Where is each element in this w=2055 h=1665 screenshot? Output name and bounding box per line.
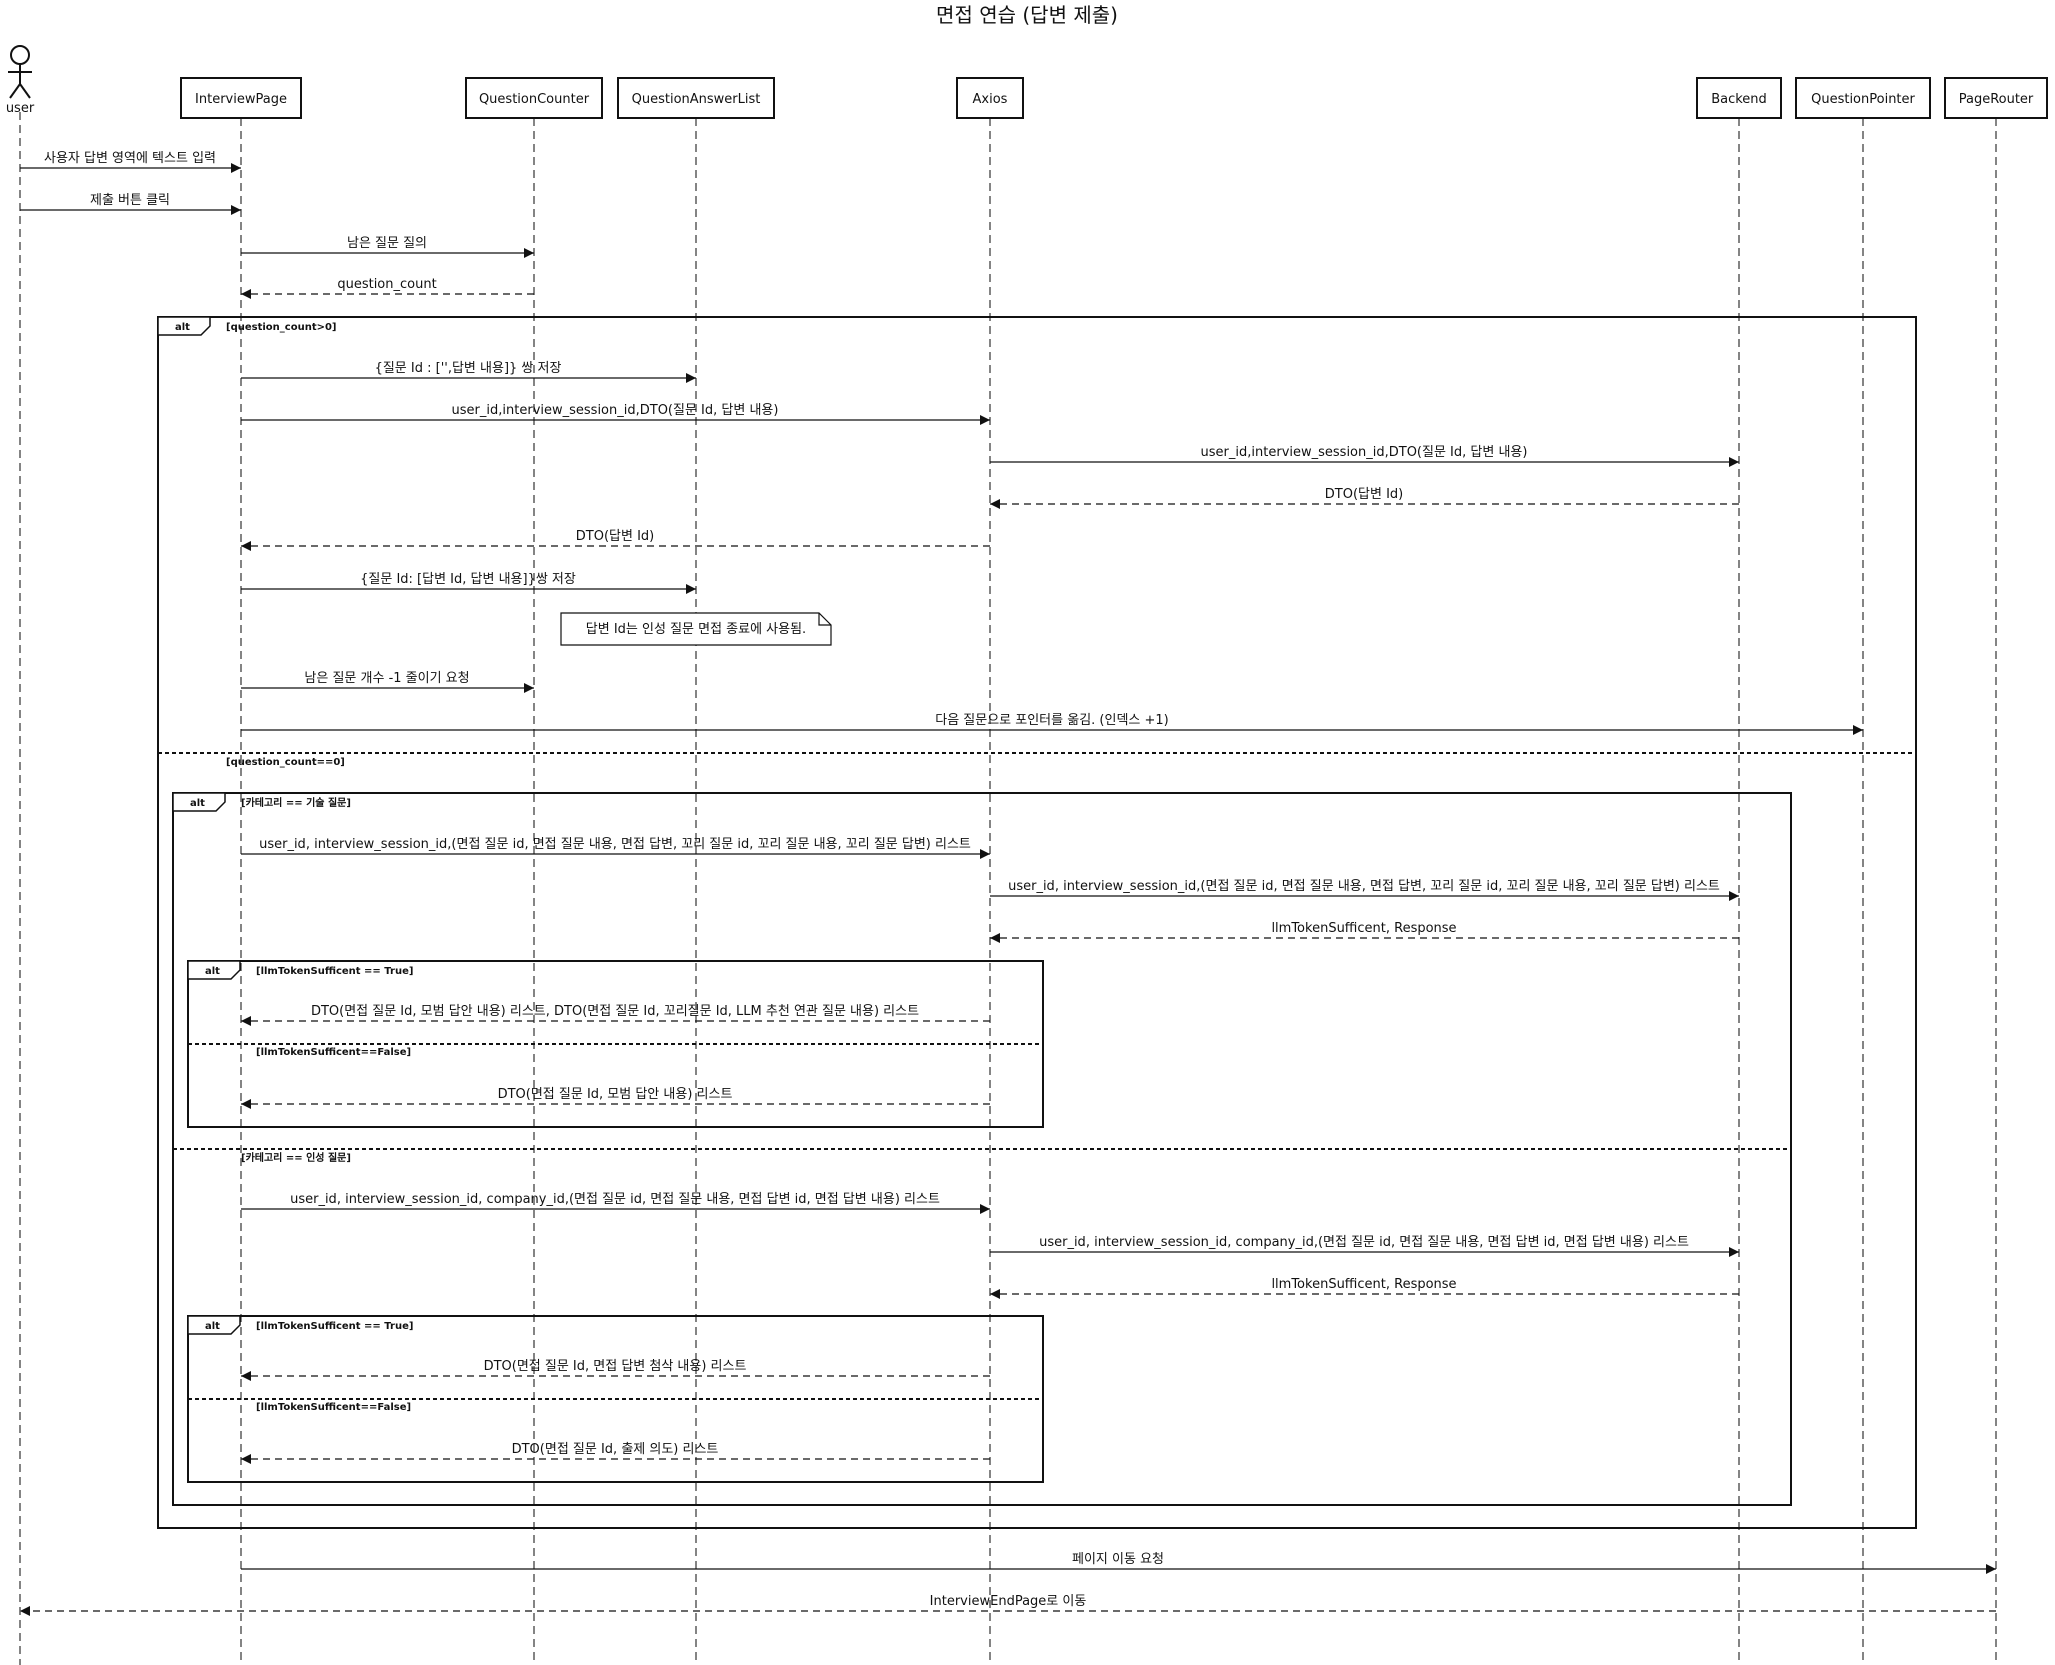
frame-guard: [카테고리 == 기술 질문] <box>241 796 351 809</box>
message-label: user_id, interview_session_id,(면접 질문 id,… <box>259 837 971 852</box>
frame-guard: [question_count>0] <box>226 322 337 333</box>
message-label: user_id,interview_session_id,DTO(질문 Id, … <box>452 403 779 418</box>
message-label: InterviewEndPage로 이동 <box>930 1594 1087 1609</box>
participant-label: Axios <box>973 92 1008 107</box>
frame-guard: [카테고리 == 인성 질문] <box>241 1151 351 1164</box>
frame-tag: alt <box>190 798 205 809</box>
frame-guard: [llmTokenSufficent==False] <box>256 1402 411 1413</box>
participant-axios: Axios <box>956 77 1024 119</box>
alt-frame-token-personality: alt [llmTokenSufficent == True] [llmToke… <box>187 1315 1044 1483</box>
participant-user-label: user <box>6 101 35 116</box>
frame-tag: alt <box>205 1321 220 1332</box>
frame-guard: [llmTokenSufficent == True] <box>256 966 413 977</box>
alt-frame-token-tech: alt [llmTokenSufficent == True] [llmToke… <box>187 960 1044 1128</box>
messages <box>20 163 1996 1616</box>
message-label: user_id, interview_session_id, company_i… <box>290 1192 940 1207</box>
message-label: DTO(면접 질문 Id, 면접 답변 첨삭 내용) 리스트 <box>484 1359 747 1374</box>
frame-guard: [question_count==0] <box>226 757 345 768</box>
frame-tag: alt <box>205 966 220 977</box>
participant-label: QuestionCounter <box>479 92 590 107</box>
participant-backend: Backend <box>1696 77 1782 119</box>
message-label: 남은 질문 개수 -1 줄이기 요청 <box>304 671 469 686</box>
message-label: 사용자 답변 영역에 텍스트 입력 <box>44 151 216 166</box>
frame-guard: [llmTokenSufficent == True] <box>256 1321 413 1332</box>
message-label: 페이지 이동 요청 <box>1072 1552 1164 1567</box>
frame-tag: alt <box>175 322 190 333</box>
message-label: 남은 질문 질의 <box>347 236 427 251</box>
message-label: user_id, interview_session_id, company_i… <box>1039 1235 1689 1250</box>
participant-label: PageRouter <box>1959 92 2034 107</box>
participant-label: Backend <box>1711 92 1767 107</box>
frame-guard: [llmTokenSufficent==False] <box>256 1047 411 1058</box>
participant-question-pointer: QuestionPointer <box>1795 77 1931 119</box>
message-label: user_id, interview_session_id,(면접 질문 id,… <box>1008 879 1720 894</box>
message-label: {질문 Id : ['',답변 내용]} 쌍 저장 <box>375 361 562 376</box>
message-label: DTO(답변 Id) <box>1325 487 1403 502</box>
participant-label: QuestionAnswerList <box>632 92 761 107</box>
participant-label: InterviewPage <box>195 92 287 107</box>
message-labels: 사용자 답변 영역에 텍스트 입력 제출 버튼 클릭 남은 질문 질의 ques… <box>44 151 1720 1609</box>
message-label: DTO(면접 질문 Id, 모범 답안 내용) 리스트 <box>498 1087 733 1102</box>
message-label: llmTokenSufficent, Response <box>1271 921 1456 936</box>
note: 답변 Id는 인성 질문 면접 종료에 사용됨. <box>560 612 832 646</box>
participant-page-router: PageRouter <box>1944 77 2048 119</box>
message-label: llmTokenSufficent, Response <box>1271 1277 1456 1292</box>
user-actor-icon <box>8 45 32 99</box>
message-label: {질문 Id: [답변 Id, 답변 내용]}쌍 저장 <box>360 572 576 587</box>
diagram-title: 면접 연습 (답변 제출) <box>936 3 1118 27</box>
participant-question-answer-list: QuestionAnswerList <box>617 77 775 119</box>
participant-label: QuestionPointer <box>1811 92 1915 107</box>
message-label: question_count <box>337 277 436 292</box>
note-text: 답변 Id는 인성 질문 면접 종료에 사용됨. <box>586 622 806 637</box>
participant-interview-page: InterviewPage <box>180 77 302 119</box>
message-label: DTO(면접 질문 Id, 출제 의도) 리스트 <box>512 1442 719 1457</box>
alt-frame-question-count: alt [question_count>0] [question_count==… <box>157 316 1917 1529</box>
message-label: DTO(면접 질문 Id, 모범 답안 내용) 리스트, DTO(면접 질문 I… <box>311 1004 919 1019</box>
message-label: user_id,interview_session_id,DTO(질문 Id, … <box>1201 445 1528 460</box>
alt-frame-category: alt [카테고리 == 기술 질문] [카테고리 == 인성 질문] <box>172 792 1792 1506</box>
lifelines <box>19 112 1997 1665</box>
message-label: 다음 질문으로 포인터를 옮김. (인덱스 +1) <box>935 713 1169 728</box>
message-label: DTO(답변 Id) <box>576 529 654 544</box>
message-label: 제출 버튼 클릭 <box>90 193 170 208</box>
participant-question-counter: QuestionCounter <box>465 77 603 119</box>
